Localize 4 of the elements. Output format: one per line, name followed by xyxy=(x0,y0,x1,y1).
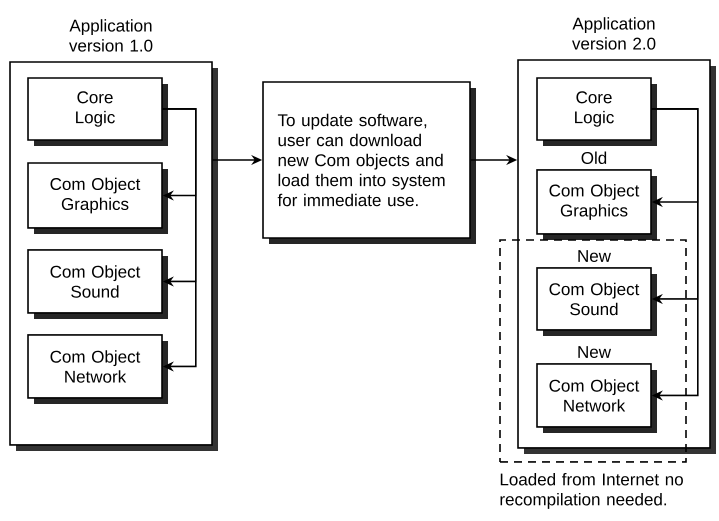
frame-heading: Application version 2.0 xyxy=(572,17,656,50)
note-box: To update software, user can download new Com objects and load them into system for immediate use. xyxy=(262,81,476,244)
group-caption: Loaded from Internet no recompilation needed. xyxy=(500,473,683,509)
frame-heading: Application version 1.0 xyxy=(69,19,152,52)
